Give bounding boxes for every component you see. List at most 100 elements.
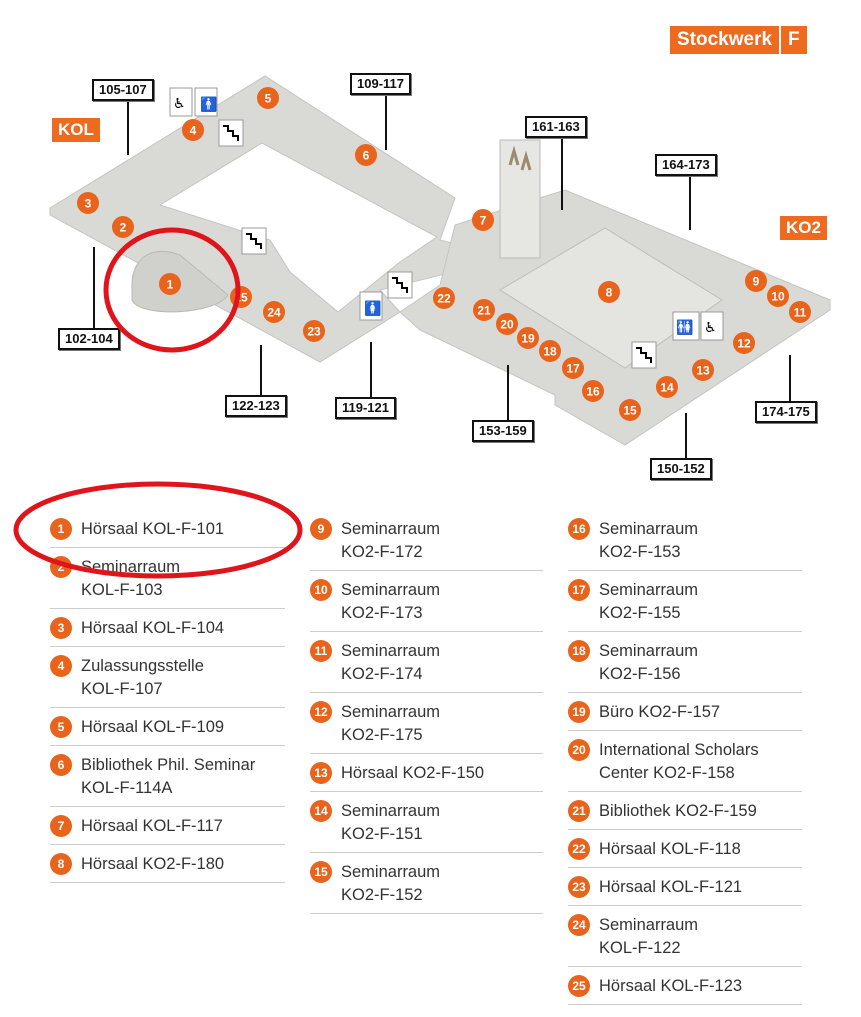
room-marker-11[interactable]: 11 [789, 301, 811, 323]
room-marker-9[interactable]: 9 [745, 270, 767, 292]
marker-number: 12 [737, 337, 751, 351]
legend-room-name: Seminarraum KO2-F-151 [341, 802, 441, 843]
marker-number: 4 [190, 124, 197, 138]
legend-number-badge: 9 [310, 518, 332, 540]
stairs-icon [631, 341, 657, 369]
toilet-icon: 🚺 [359, 291, 383, 321]
room-range-label: 122-123 [225, 395, 287, 417]
marker-number: 16 [586, 385, 600, 399]
marker-circle [496, 313, 518, 335]
room-range-label: 161-163 [525, 116, 587, 138]
marker-number: 1 [167, 278, 174, 292]
legend-room-name: Seminarraum KOL-F-122 [599, 916, 699, 957]
room-range-label: 153-159 [472, 420, 534, 442]
room-marker-20[interactable]: 20 [496, 313, 518, 335]
room-marker-14[interactable]: 14 [656, 376, 678, 398]
legend-room-name: Seminarraum KO2-F-152 [341, 863, 441, 904]
svg-text:♿: ♿ [173, 96, 186, 112]
room-marker-17[interactable]: 17 [562, 357, 584, 379]
marker-circle [263, 301, 285, 323]
legend-number-badge: 25 [568, 975, 590, 997]
wc-accessible-icon: ♿ [700, 311, 724, 341]
legend-room-name: Seminarraum KO2-F-155 [599, 581, 699, 622]
marker-circle [257, 87, 279, 109]
legend-number-badge: 21 [568, 800, 590, 822]
room-marker-23[interactable]: 23 [303, 320, 325, 342]
marker-circle [767, 285, 789, 307]
marker-number: 15 [623, 404, 637, 418]
room-marker-2[interactable]: 2 [112, 216, 134, 238]
stairs-icon [218, 119, 244, 147]
legend-item[interactable]: 9 Seminarraum KO2-F-172 [310, 510, 543, 571]
room-marker-12[interactable]: 12 [733, 332, 755, 354]
marker-circle [539, 340, 561, 362]
legend-room-name: Hörsaal KOL-F-109 [81, 718, 225, 736]
room-marker-21[interactable]: 21 [473, 299, 495, 321]
room-marker-3[interactable]: 3 [77, 192, 99, 214]
legend-room-name: Hörsaal KOL-F-121 [599, 878, 743, 896]
room-marker-6[interactable]: 6 [355, 144, 377, 166]
room-marker-7[interactable]: 7 [472, 209, 494, 231]
legend-number-badge: 11 [310, 640, 332, 662]
marker-number: 18 [543, 345, 557, 359]
room-marker-8[interactable]: 8 [598, 281, 620, 303]
room-marker-25[interactable]: 25 [230, 286, 252, 308]
room-marker-5[interactable]: 5 [257, 87, 279, 109]
marker-number: 8 [606, 286, 613, 300]
legend-number-badge: 7 [50, 815, 72, 837]
marker-number: 11 [794, 306, 807, 320]
room-marker-15[interactable]: 15 [619, 399, 641, 421]
wc-accessible-icon: ♿ [169, 87, 193, 117]
room-marker-10[interactable]: 10 [767, 285, 789, 307]
facility-icons: ♿ 🚹 🚺 🚻 ♿ [169, 87, 724, 369]
legend-number-badge: 1 [50, 518, 72, 540]
elevator-icon [508, 145, 532, 171]
marker-number: 2 [120, 221, 127, 235]
marker-circle [582, 380, 604, 402]
room-marker-19[interactable]: 19 [517, 327, 539, 349]
legend-room-name: Hörsaal KOL-F-117 [81, 817, 223, 835]
floor-header-floor: F [781, 26, 807, 54]
room-marker-24[interactable]: 24 [263, 301, 285, 323]
marker-circle [433, 287, 455, 309]
room-marker-4[interactable]: 4 [182, 119, 204, 141]
room-marker-1[interactable]: 1 [159, 273, 181, 295]
room-marker-16[interactable]: 16 [582, 380, 604, 402]
marker-circle [789, 301, 811, 323]
legend-number-badge: 16 [568, 518, 590, 540]
room-range-label: 150-152 [650, 458, 712, 480]
room-marker-18[interactable]: 18 [539, 340, 561, 362]
legend-room-name: Bibliothek Phil. Seminar KOL-F-114A [81, 756, 256, 797]
marker-circle [517, 327, 539, 349]
marker-circle [619, 399, 641, 421]
room-marker-13[interactable]: 13 [692, 359, 714, 381]
room-marker-22[interactable]: 22 [433, 287, 455, 309]
legend-item[interactable]: 7 Hörsaal KOL-F-117 [50, 807, 285, 845]
legend-room-name: Seminarraum KO2-F-172 [341, 520, 441, 561]
